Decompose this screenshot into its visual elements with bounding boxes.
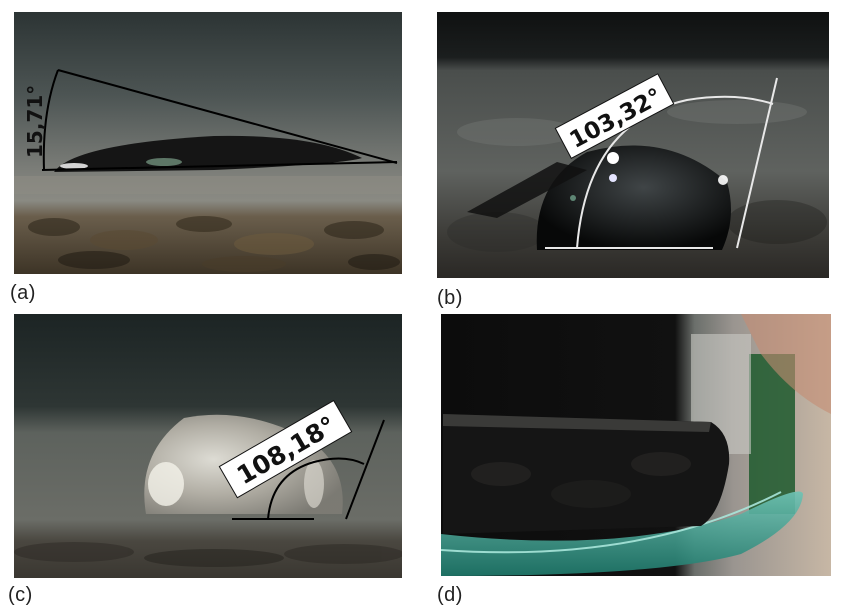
- droplet-photo-c: 108,18°: [14, 314, 402, 578]
- photo-panel-a: 15,71°: [14, 12, 402, 274]
- angle-label-a: 15,71°: [23, 85, 47, 158]
- panel-label-d: (d): [437, 584, 463, 606]
- panel-label-b: (b): [437, 287, 463, 309]
- droplet-photo-a: 15,71°: [14, 12, 402, 274]
- panel-label-c: (c): [8, 584, 33, 606]
- sample-photo-d: [441, 314, 831, 576]
- panel-label-a: (a): [10, 282, 36, 304]
- photo-panel-d: [441, 314, 831, 576]
- photo-panel-c: 108,18°: [14, 314, 402, 578]
- photo-panel-b: 103,32°: [437, 12, 829, 278]
- droplet-photo-b: 103,32°: [437, 12, 829, 278]
